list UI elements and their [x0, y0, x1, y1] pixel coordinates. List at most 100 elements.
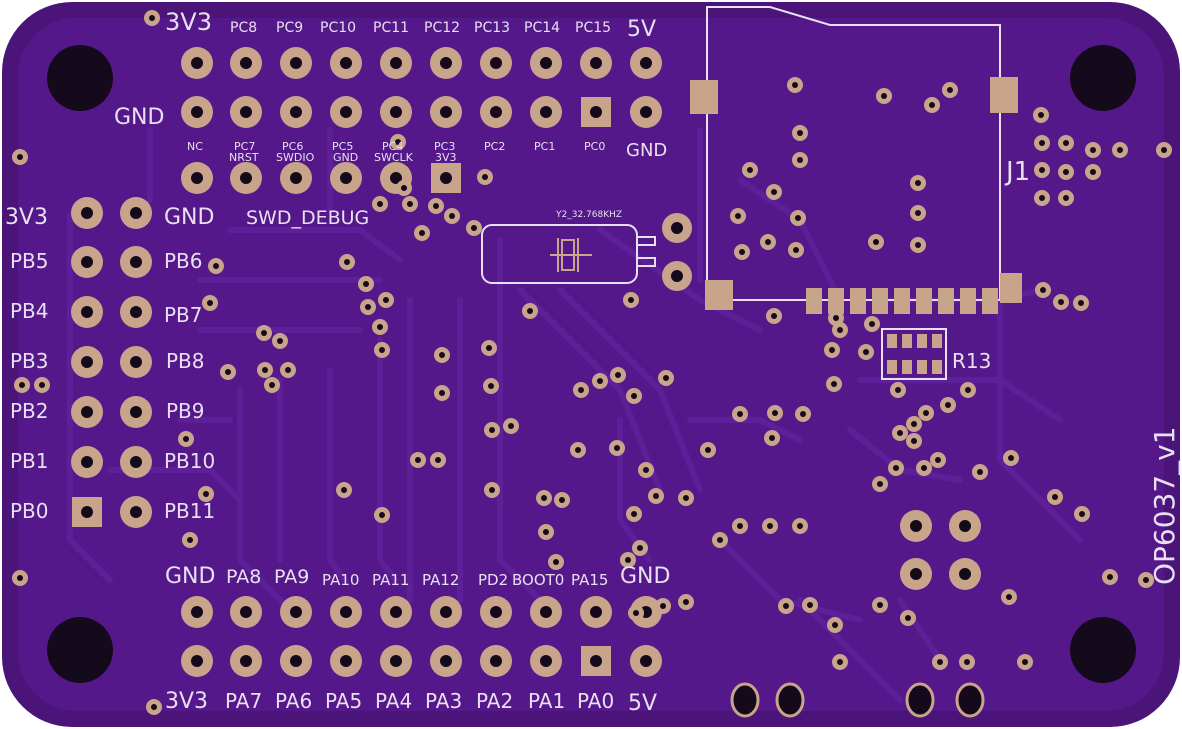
via-hole	[747, 167, 753, 173]
mount-hole	[47, 45, 113, 111]
header-pin	[330, 596, 362, 628]
header-pin	[120, 296, 152, 328]
label-pa2: PA2	[476, 689, 513, 713]
via-hole	[575, 447, 581, 453]
via-hole	[739, 249, 745, 255]
header-pin	[580, 596, 612, 628]
label-pb9: PB9	[166, 399, 205, 423]
header-pin	[630, 645, 662, 677]
via-hole	[915, 180, 921, 186]
header-pin	[71, 346, 103, 378]
header-pin	[530, 47, 562, 79]
label-swdio: SWDIO	[276, 151, 315, 164]
via-hole	[1040, 287, 1046, 293]
label-pc0: PC0	[584, 140, 605, 153]
via-hole	[772, 410, 778, 416]
header-pin	[230, 47, 262, 79]
via-hole	[1117, 147, 1123, 153]
header-pin	[581, 646, 611, 676]
via-hole	[407, 201, 413, 207]
via-hole	[895, 387, 901, 393]
label-bottom-3v3: 3V3	[165, 689, 208, 714]
label-r13: R13	[952, 349, 991, 373]
via-hole	[365, 304, 371, 310]
label-bottom-5v: 5V	[628, 691, 657, 716]
via-hole	[19, 382, 25, 388]
via-hole	[149, 15, 155, 21]
header-pin	[280, 645, 312, 677]
via-hole	[863, 349, 869, 355]
via-hole	[869, 321, 875, 327]
label-pb10: PB10	[164, 449, 215, 473]
via-hole	[17, 154, 23, 160]
via-hole	[401, 185, 407, 191]
via-hole	[269, 382, 275, 388]
label-pc6: PC6	[282, 140, 303, 153]
via-hole	[683, 495, 689, 501]
via-hole	[897, 430, 903, 436]
header-pin	[380, 596, 412, 628]
via-hole	[795, 215, 801, 221]
via-hole	[915, 210, 921, 216]
via-hole	[597, 378, 603, 384]
header-pin	[230, 96, 262, 128]
header-pin	[581, 97, 611, 127]
header-pin	[280, 47, 312, 79]
header-pin	[280, 162, 312, 194]
header-pin	[430, 596, 462, 628]
label-crystal: Y2_32.768KHZ	[555, 210, 622, 220]
via-hole	[285, 367, 291, 373]
header-pin	[330, 47, 362, 79]
via-hole	[625, 557, 631, 563]
label-pc7: PC7	[234, 140, 255, 153]
label-pc2: PC2	[484, 140, 505, 153]
via-hole	[1143, 577, 1149, 583]
via-hole	[433, 203, 439, 209]
header-pin	[530, 596, 562, 628]
label-pc13: PC13	[474, 20, 510, 36]
r13-pads	[887, 334, 942, 374]
silkscreen: 3V3 PC8 PC9 PC10 PC11 PC12 PC13 PC14 PC1…	[5, 8, 1181, 716]
label-pb3: PB3	[10, 349, 49, 373]
header-pin	[949, 510, 981, 542]
via-hole	[832, 622, 838, 628]
header-pin	[120, 496, 152, 528]
via-hole	[923, 410, 929, 416]
label-top-3v3: 3V3	[165, 8, 212, 36]
via-hole	[151, 704, 157, 710]
via-hole	[633, 610, 639, 616]
header-pin	[380, 47, 412, 79]
via-hole	[1161, 147, 1167, 153]
via-hole	[489, 487, 495, 493]
label-pa4: PA4	[375, 689, 412, 713]
header-pin	[72, 497, 102, 527]
header-pin	[580, 47, 612, 79]
via-hole	[893, 465, 899, 471]
via-hole	[1058, 299, 1064, 305]
via-hole	[471, 225, 477, 231]
header-pin	[71, 246, 103, 278]
header-pin	[380, 645, 412, 677]
via-hole	[797, 523, 803, 529]
via-hole	[261, 330, 267, 336]
label-pb2: PB2	[10, 399, 49, 423]
label-swd-gnd: GND	[333, 151, 358, 164]
via-hole	[1039, 167, 1045, 173]
via-hole	[921, 465, 927, 471]
via-hole	[797, 130, 803, 136]
via-hole	[344, 259, 350, 265]
header-pin	[480, 596, 512, 628]
header-pin	[120, 446, 152, 478]
via-hole	[683, 599, 689, 605]
via-hole	[1063, 169, 1069, 175]
header-pin	[530, 96, 562, 128]
label-pc12: PC12	[424, 20, 460, 36]
via-hole	[653, 493, 659, 499]
mounting-holes	[47, 45, 1136, 683]
header-pin	[71, 446, 103, 478]
label-pc3: PC3	[434, 140, 455, 153]
oval-pad	[905, 682, 935, 718]
via-hole	[905, 615, 911, 621]
via-hole	[877, 481, 883, 487]
via-hole	[797, 157, 803, 163]
